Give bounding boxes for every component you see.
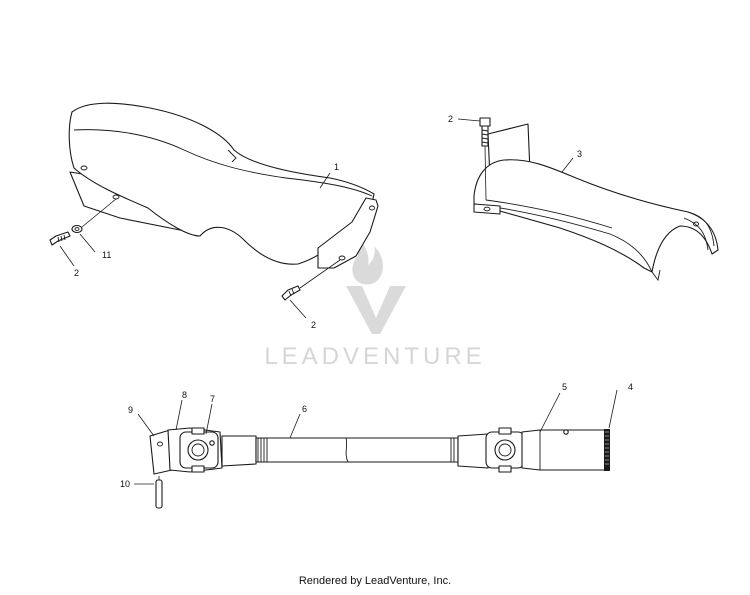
watermark: LEADVENTURE: [264, 238, 485, 370]
part-7-grease-fitting: [209, 440, 215, 446]
callout-2-right: 2: [448, 114, 453, 124]
part-3-hood: [473, 159, 719, 273]
part-3-end-loop: [683, 211, 715, 251]
part-3-mount-hole: [693, 221, 699, 227]
part-5-grease-fitting: [563, 429, 569, 435]
callout-10: 10: [120, 479, 130, 489]
part-2-bolt-left: [49, 231, 71, 246]
part-1-seat-cover: [68, 102, 379, 269]
part-1-right-panel: [317, 197, 379, 269]
callout-2-center: 2: [311, 320, 316, 330]
watermark-text: LEADVENTURE: [264, 343, 485, 370]
part-1-mount-hole: [369, 205, 375, 211]
part-1-assembly-line: [81, 198, 117, 228]
part-3-flange: [473, 203, 653, 273]
part-1-rear-lip: [227, 149, 237, 163]
part-6-shaft: [255, 437, 459, 463]
part-2-bolt-right: [479, 117, 491, 147]
part-3-assembly-line: [484, 145, 487, 201]
callouts: 1 2 2 2 3 4 5 6 7 8 9 10 11: [74, 114, 633, 489]
callout-7: 7: [210, 394, 215, 404]
part-2-bolt-center: [281, 285, 301, 301]
shaft-stub-left: [221, 435, 257, 467]
right-u-joint: [485, 427, 525, 473]
part-1-mount-hole: [80, 165, 88, 171]
part-4-seal: [604, 429, 610, 471]
part-3-rear-cover: [473, 123, 719, 282]
shaft-stub-right: [457, 433, 489, 469]
part-11-washer: [71, 224, 83, 234]
part-3-mount-tab: [473, 203, 501, 215]
leader-lines: [59, 118, 618, 485]
part-5-yoke-tube: [521, 429, 607, 471]
callout-6: 6: [302, 404, 307, 414]
part-10-roll-pin: [155, 479, 163, 509]
part-9-pin-hole: [157, 441, 163, 447]
drive-shaft-assembly: [149, 427, 610, 509]
callout-8: 8: [182, 390, 187, 400]
callout-9: 9: [128, 405, 133, 415]
callout-11: 11: [102, 250, 111, 260]
part-7-u-joint: [179, 427, 219, 473]
callout-3: 3: [577, 149, 582, 159]
callout-1: 1: [334, 162, 339, 172]
callout-4: 4: [628, 382, 633, 392]
footer-credit: Rendered by LeadVenture, Inc.: [298, 575, 452, 587]
part-1-crease: [73, 129, 373, 197]
callout-5: 5: [562, 382, 567, 392]
callout-2-left: 2: [74, 268, 79, 278]
part-1-mount-hole: [338, 255, 346, 261]
part-2-assembly-line: [299, 259, 341, 289]
part-3-mount-hole: [483, 206, 491, 212]
